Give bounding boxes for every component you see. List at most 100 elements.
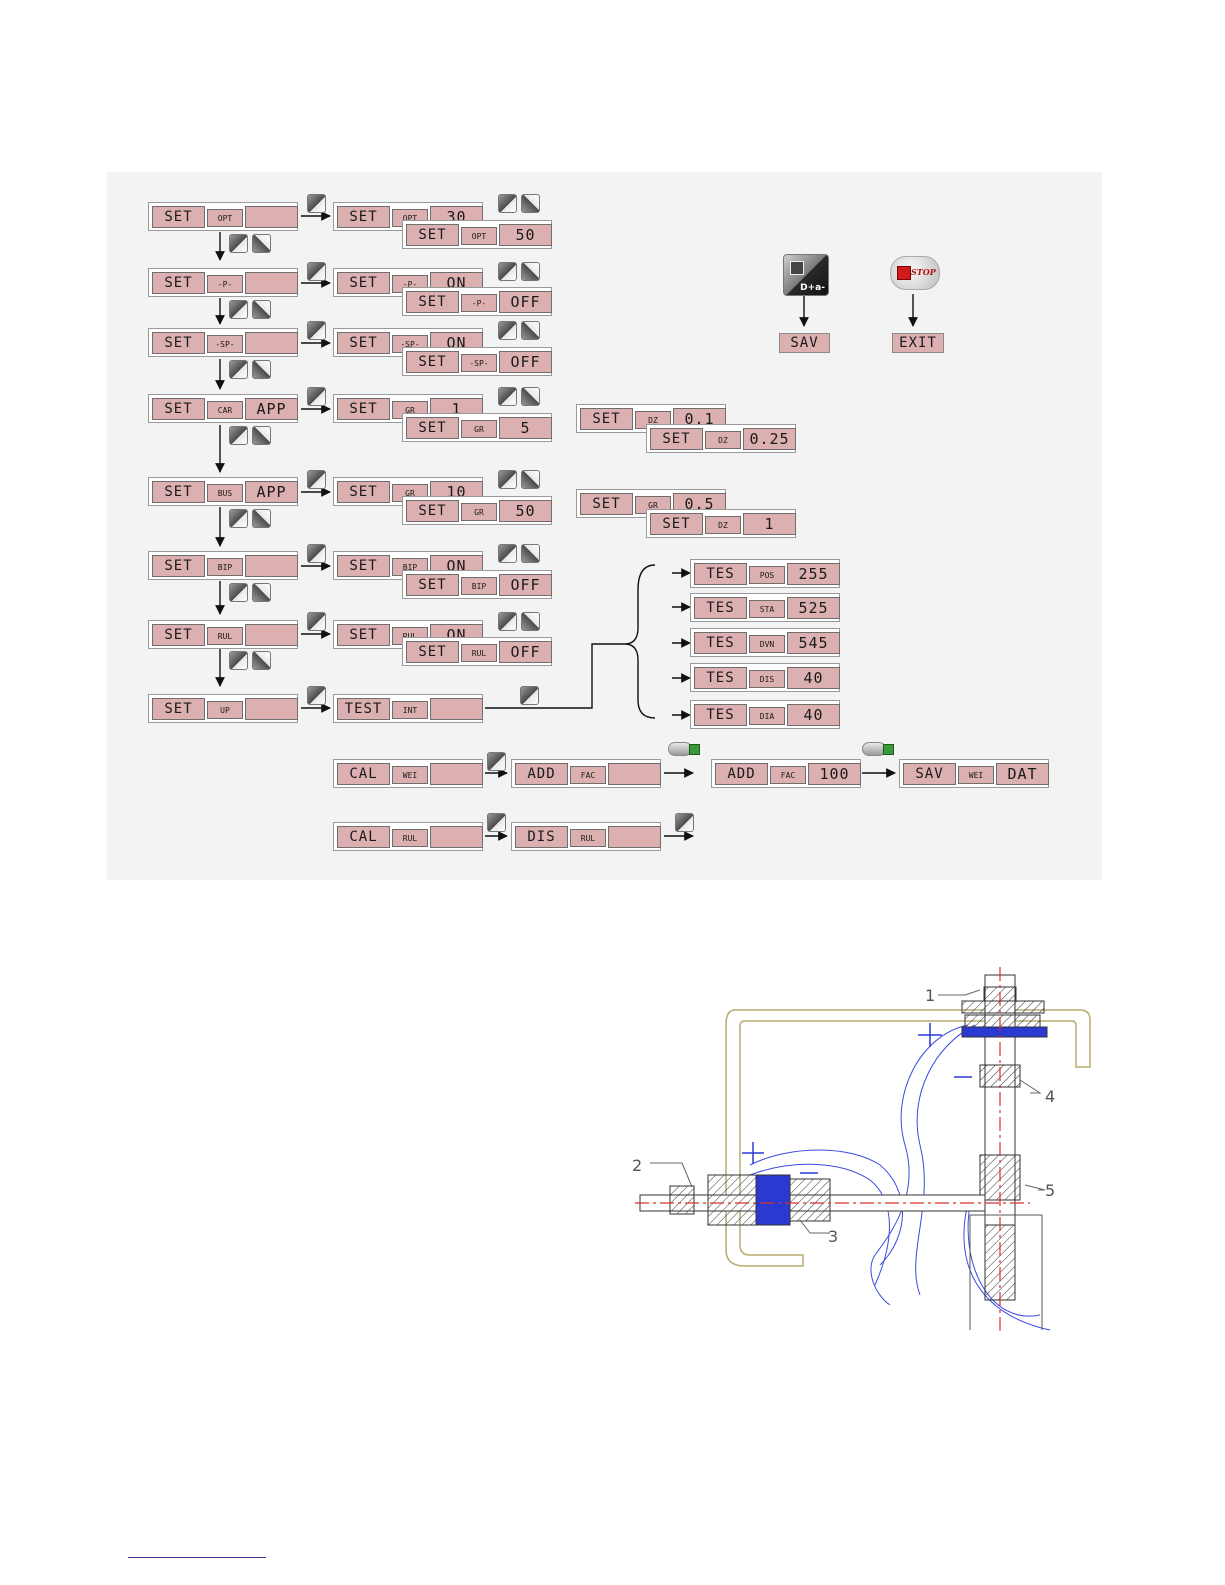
lcd-code: RUL [461,644,497,662]
menu-main-display: SET-SP- [148,328,298,357]
footnote-rule [128,1557,266,1558]
up-key-icon [498,262,517,281]
lcd-label: TES [694,704,747,726]
lcd-label: TES [694,563,747,585]
down-key-icon [252,583,271,602]
lcd-label: SET [337,206,390,228]
lcd-label: SET [406,500,459,522]
lcd-label: SET [580,408,633,430]
lcd-code: INT [392,701,428,719]
down-key-icon [521,544,540,563]
lcd-label: SET [580,493,633,515]
lcd-value: OFF [499,574,552,596]
lcd-label: ADD [715,763,768,785]
lcd-code: -P- [207,275,243,293]
lcd-value: 1 [743,513,796,535]
up-key-icon [498,387,517,406]
lcd-label: TES [694,667,747,689]
stop-key-label: STOP [911,267,936,277]
up-key-icon [229,234,248,253]
lcd-value: 50 [499,500,552,522]
menu-alt-display: SET-P-OFF [402,287,552,316]
lcd-value [608,826,661,848]
lcd-code: RUL [207,627,243,645]
lcd-value: 525 [787,597,840,619]
down-key-icon [252,234,271,253]
down-key-icon [252,300,271,319]
down-key-icon [521,194,540,213]
lcd-value [245,206,298,228]
down-key-icon [252,360,271,379]
lcd-label: SET [406,351,459,373]
lcd-code: DZ [705,516,741,534]
lcd-code: CAR [207,401,243,419]
lcd-label: CAL [337,826,390,848]
lcd-label: SET [337,555,390,577]
lcd-code: DIS [749,670,785,688]
up-key-icon [498,194,517,213]
lcd-code: STA [749,600,785,618]
lcd-code: GR [461,420,497,438]
save-key-icon: D+a- [783,254,829,296]
lcd-label: SET [337,624,390,646]
lcd-value: 40 [787,704,840,726]
lcd-code: FAC [570,766,606,784]
lcd-code: WEI [392,766,428,784]
down-key-icon [521,470,540,489]
lcd-code: OPT [207,209,243,227]
lcd-code: DVN [749,635,785,653]
callout-1: 1 [925,986,935,1005]
lcd-value [608,763,661,785]
lcd-label: SET [406,417,459,439]
field-lines [749,1024,1051,1331]
save-key-label: D+a- [800,283,825,293]
lcd-label: SET [337,481,390,503]
enter-key-icon [307,544,326,563]
lcd-label: SET [406,574,459,596]
lcd-code: GR [461,503,497,521]
lcd-value: 40 [787,667,840,689]
enter-key-icon [307,194,326,213]
polarity-signs [742,1023,972,1174]
lcd-code: -P- [461,294,497,312]
lcd-value: 100 [808,763,861,785]
down-key-icon [252,426,271,445]
lcd-label: SET [152,206,205,228]
lcd-label: SET [406,291,459,313]
lcd-code: -SP- [461,354,497,372]
down-key-icon [521,387,540,406]
lcd-value: 545 [787,632,840,654]
lcd-label: SET [152,555,205,577]
lcd-code: FAC [770,766,806,784]
up-key-icon [498,470,517,489]
frame [725,1009,1091,1267]
lcd-label: TES [694,597,747,619]
lcd-value [430,763,483,785]
enter-key-icon [307,321,326,340]
up-key-icon [229,651,248,670]
lcd-value: 255 [787,563,840,585]
down-key-icon [521,612,540,631]
lcd-label: SET [337,332,390,354]
lcd-label: SET [152,272,205,294]
lcd-value [245,272,298,294]
lcd-code: BIP [461,577,497,595]
lcd-code: -SP- [207,335,243,353]
flow-connectors [215,211,918,841]
lcd-label: SAV [903,763,956,785]
lcd-label: TES [694,632,747,654]
